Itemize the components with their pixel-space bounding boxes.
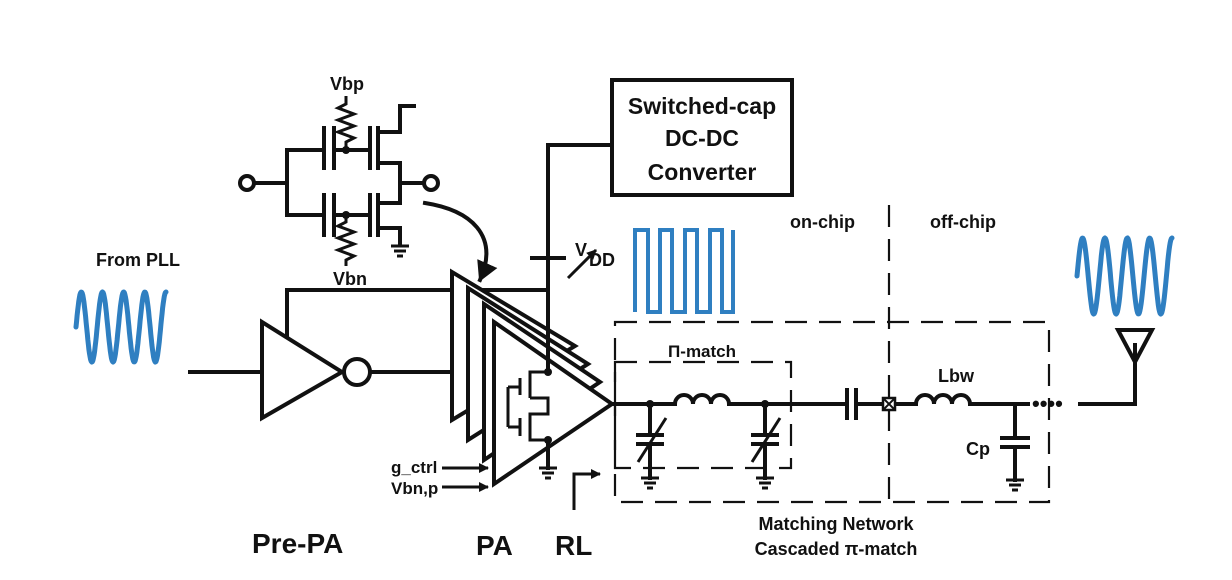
- capacitor-icon: [845, 388, 858, 420]
- resistor-icon: [333, 96, 359, 152]
- dc-dc-converter-box: [610, 78, 794, 197]
- pa-stack: g_ctrl Vbn,p: [391, 268, 616, 498]
- ground-icon: [539, 466, 557, 480]
- bias-network: Vbp: [238, 74, 498, 289]
- vbn-label: Vbn: [333, 269, 367, 289]
- inverter-icon: [260, 318, 346, 422]
- vbn-p-label: Vbn,p: [391, 479, 438, 498]
- capacitor-icon: [1000, 402, 1030, 492]
- from-pll-label: From PLL: [96, 250, 180, 270]
- cascaded-pi-match-label: Cascaded π-match: [755, 539, 918, 559]
- inductor-icon: [672, 393, 732, 407]
- antenna-icon: [1114, 328, 1156, 406]
- cp-label: Cp: [966, 439, 990, 459]
- pi-match-label: Π-match: [668, 342, 736, 361]
- converter-label-line2: DC-DC: [665, 125, 739, 151]
- output-waveform: [1074, 235, 1175, 317]
- rl-label: RL: [555, 530, 592, 561]
- vdd-label: V: [575, 240, 587, 260]
- converter-label-line1: Switched-cap: [628, 93, 776, 119]
- ground-icon: [391, 244, 409, 258]
- off-chip-label: off-chip: [930, 212, 996, 232]
- pi-match-box: [613, 360, 793, 470]
- inductor-icon: [913, 393, 973, 407]
- vdd-sub-label: DD: [589, 250, 615, 270]
- matching-network-label: Matching Network: [758, 514, 914, 534]
- transistor-icon: [322, 193, 402, 247]
- pa-label: PA: [476, 530, 513, 561]
- transistor-icon: [322, 104, 416, 170]
- variable-capacitor-icon: [750, 400, 782, 490]
- variable-capacitor-icon: [636, 400, 668, 490]
- pre-pa-label: Pre-PA: [252, 528, 343, 559]
- pll-input-waveform: [73, 289, 169, 365]
- converter-label-line3: Converter: [648, 159, 757, 185]
- lbw-label: Lbw: [938, 366, 975, 386]
- supply-square-waveform: [633, 228, 735, 314]
- g-ctrl-label: g_ctrl: [391, 458, 437, 477]
- vbp-label: Vbp: [330, 74, 364, 94]
- resistor-icon: [333, 215, 359, 266]
- on-chip-label: on-chip: [790, 212, 855, 232]
- svg-text:••••: ••••: [1032, 391, 1063, 416]
